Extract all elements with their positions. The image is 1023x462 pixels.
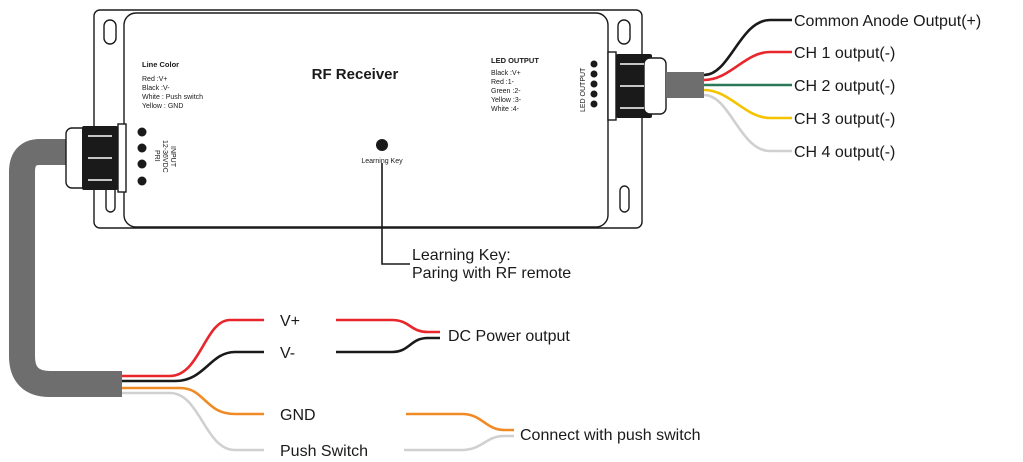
dc-power-output-label: DC Power output: [448, 328, 570, 345]
device-title: RF Receiver: [312, 66, 399, 83]
learning-note-line2: Paring with RF remote: [412, 265, 571, 282]
input-label: INPUT: [169, 146, 176, 168]
receiver-housing: [93, 9, 643, 229]
dc-power-wires: [336, 318, 440, 354]
push-switch-connect-label: Connect with push switch: [520, 427, 701, 444]
input-gland: [65, 123, 127, 193]
output-label-ch2: CH 2 output(-): [794, 78, 895, 95]
output-label-ch1: CH 1 output(-): [794, 45, 895, 62]
led-output-line-0: Black :V+: [491, 70, 521, 77]
output-cable: [666, 72, 704, 98]
output-wires: [703, 18, 792, 153]
power-vplus-label: V+: [280, 313, 300, 330]
output-terminal-dots: [590, 60, 598, 108]
power-vminus-label: V-: [280, 345, 295, 362]
output-gland: [607, 51, 667, 121]
learning-key-label: Learning Key: [361, 158, 403, 165]
input-voltage: 12-36VDC: [161, 140, 168, 173]
input-cable: [9, 139, 122, 397]
line-color-line-0: Red :V+: [142, 76, 168, 83]
line-color-line-3: Yellow : GND: [142, 103, 183, 110]
led-output-line-2: Green :2-: [491, 88, 521, 95]
led-output-line-3: Yellow :3-: [491, 97, 522, 104]
push-switch-wires: [404, 412, 514, 452]
output-label-common: Common Anode Output(+): [794, 13, 981, 30]
line-color-line-1: Black :V-: [142, 85, 170, 92]
line-color-line-2: White : Push switch: [142, 94, 203, 101]
input-terminal-dots: [137, 127, 147, 186]
switch-gnd-label: GND: [280, 407, 316, 424]
output-label-ch4: CH 4 output(-): [794, 144, 895, 161]
output-label-ch3: CH 3 output(-): [794, 111, 895, 128]
learning-key-leader: [381, 163, 410, 265]
learning-key-button[interactable]: [376, 139, 388, 151]
led-output-title: LED OUTPUT: [491, 56, 539, 65]
led-output-line-4: White :4-: [491, 106, 520, 113]
input-wires: [122, 318, 264, 452]
switch-push-label: Push Switch: [280, 443, 368, 460]
input-pri: PRI: [153, 150, 160, 162]
led-output-line-1: Red :1-: [491, 79, 515, 86]
learning-note-line1: Learning Key:: [412, 247, 511, 264]
led-output-side-label: LED OUTPUT: [580, 67, 587, 112]
line-color-title: Line Color: [142, 60, 179, 69]
